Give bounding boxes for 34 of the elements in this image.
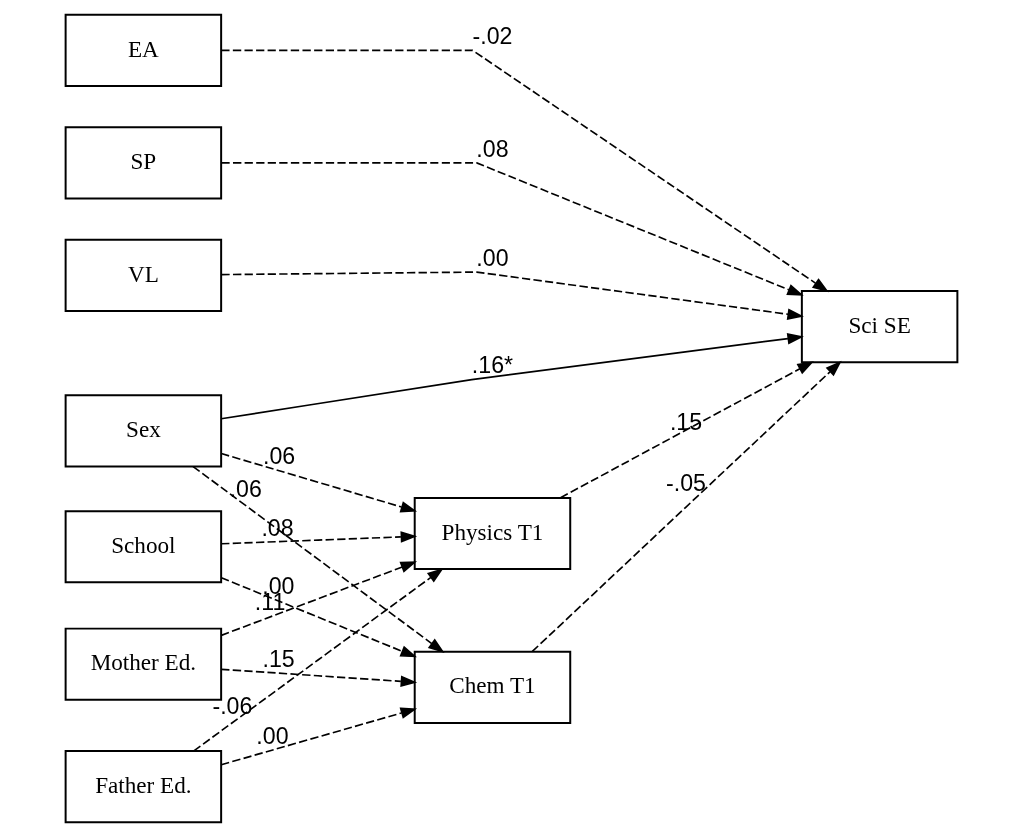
edge-label: -.05 [666,469,706,496]
node-box: Sci SE [800,290,959,364]
edge-label: .06 [229,475,262,502]
arrow [220,332,804,420]
node-box: EA [64,13,223,87]
edge-label: -.02 [472,23,513,50]
arrow [220,271,804,320]
arrow [220,531,418,545]
node-box: School [64,510,223,584]
edge-label: .15 [262,646,295,673]
node-box: Father Ed. [64,750,223,824]
edge-label: .08 [476,135,509,162]
edge-label: .15 [669,408,703,435]
arrow [220,49,829,293]
edge-label: .00 [256,722,289,749]
edge-label: .06 [262,443,296,470]
node-box: SP [64,126,223,200]
edge-label: .16* [471,352,514,379]
arrow [220,707,418,766]
edge-label: .00 [476,244,509,271]
arrow [220,452,418,513]
arrow [559,361,814,499]
arrow [193,567,444,752]
node-box: Mother Ed. [64,627,223,701]
arrow [531,360,842,653]
arrow [192,465,445,654]
node-box: VL [64,238,223,312]
arrow [220,576,417,658]
node-box: Chem T1 [413,650,572,724]
arrow [220,668,418,688]
arrow [220,561,418,637]
node-box: Sex [64,394,223,468]
arrow [220,162,804,296]
node-box: Physics T1 [413,496,572,571]
